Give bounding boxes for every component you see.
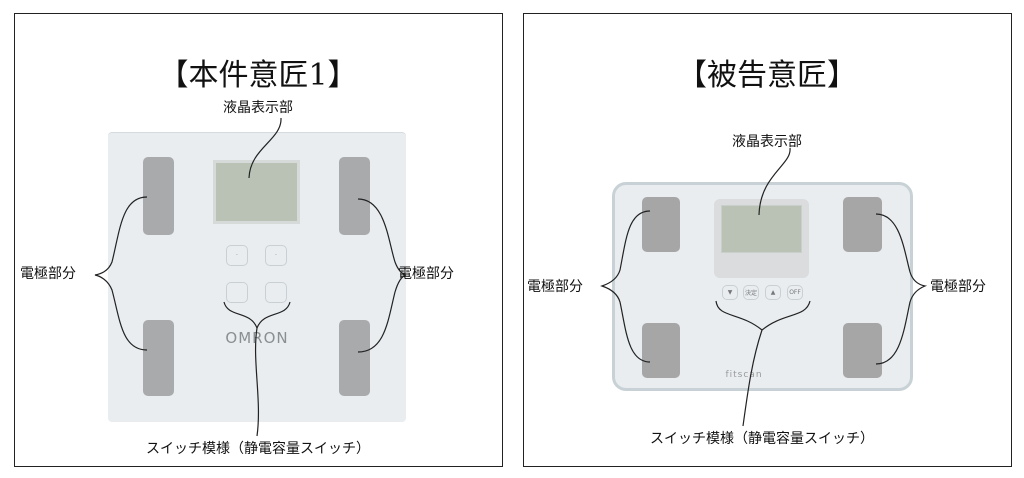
left-electrode-bottom-right	[339, 320, 370, 396]
left-electrode-brace-right	[357, 198, 407, 353]
right-switch-enter: 決定	[743, 285, 759, 300]
right-switch-brace	[715, 300, 811, 427]
left-electrode-label-left: 電極部分	[20, 266, 76, 282]
left-switch-label: スイッチ模様（静電容量スイッチ）	[146, 438, 370, 458]
left-switch-2: ·	[265, 245, 287, 266]
right-brand-logo: fitscan	[725, 370, 763, 380]
right-switch-label: スイッチ模様（静電容量スイッチ）	[650, 431, 874, 447]
right-electrode-top-left	[642, 197, 680, 252]
left-switch-1: ·	[226, 245, 248, 266]
right-design-panel	[523, 13, 1012, 467]
left-design-panel	[14, 13, 503, 467]
left-switch-brace	[223, 301, 291, 437]
right-electrode-label-right: 電極部分	[930, 279, 986, 295]
left-switch-4	[265, 282, 287, 303]
right-electrode-brace-left	[600, 210, 651, 363]
right-lcd-leader	[758, 147, 791, 216]
left-electrode-label-right: 電極部分	[398, 266, 454, 282]
right-electrode-top-right	[843, 197, 882, 252]
left-electrode-top-right	[339, 157, 370, 235]
right-electrode-bottom-right	[843, 323, 882, 378]
right-switch-down: ▼	[722, 285, 738, 300]
left-electrode-brace-left	[94, 196, 148, 351]
left-electrode-bottom-left	[143, 320, 174, 396]
left-switch-3	[226, 282, 248, 303]
right-switch-off: OFF	[787, 285, 803, 300]
right-lcd-display	[721, 205, 802, 253]
right-electrode-brace-right	[875, 213, 928, 365]
right-switch-up: ▲	[765, 285, 781, 300]
right-lcd-label: 液晶表示部	[732, 134, 802, 150]
left-electrode-top-left	[143, 157, 174, 235]
right-panel-title: 【被告意匠】	[677, 58, 857, 93]
right-electrode-label-left: 電極部分	[527, 279, 583, 295]
right-electrode-bottom-left	[642, 323, 680, 378]
left-lcd-leader	[248, 117, 282, 179]
left-panel-title: 【本件意匠1】	[158, 58, 358, 93]
left-lcd-display	[213, 160, 300, 224]
left-lcd-label: 液晶表示部	[223, 100, 293, 116]
